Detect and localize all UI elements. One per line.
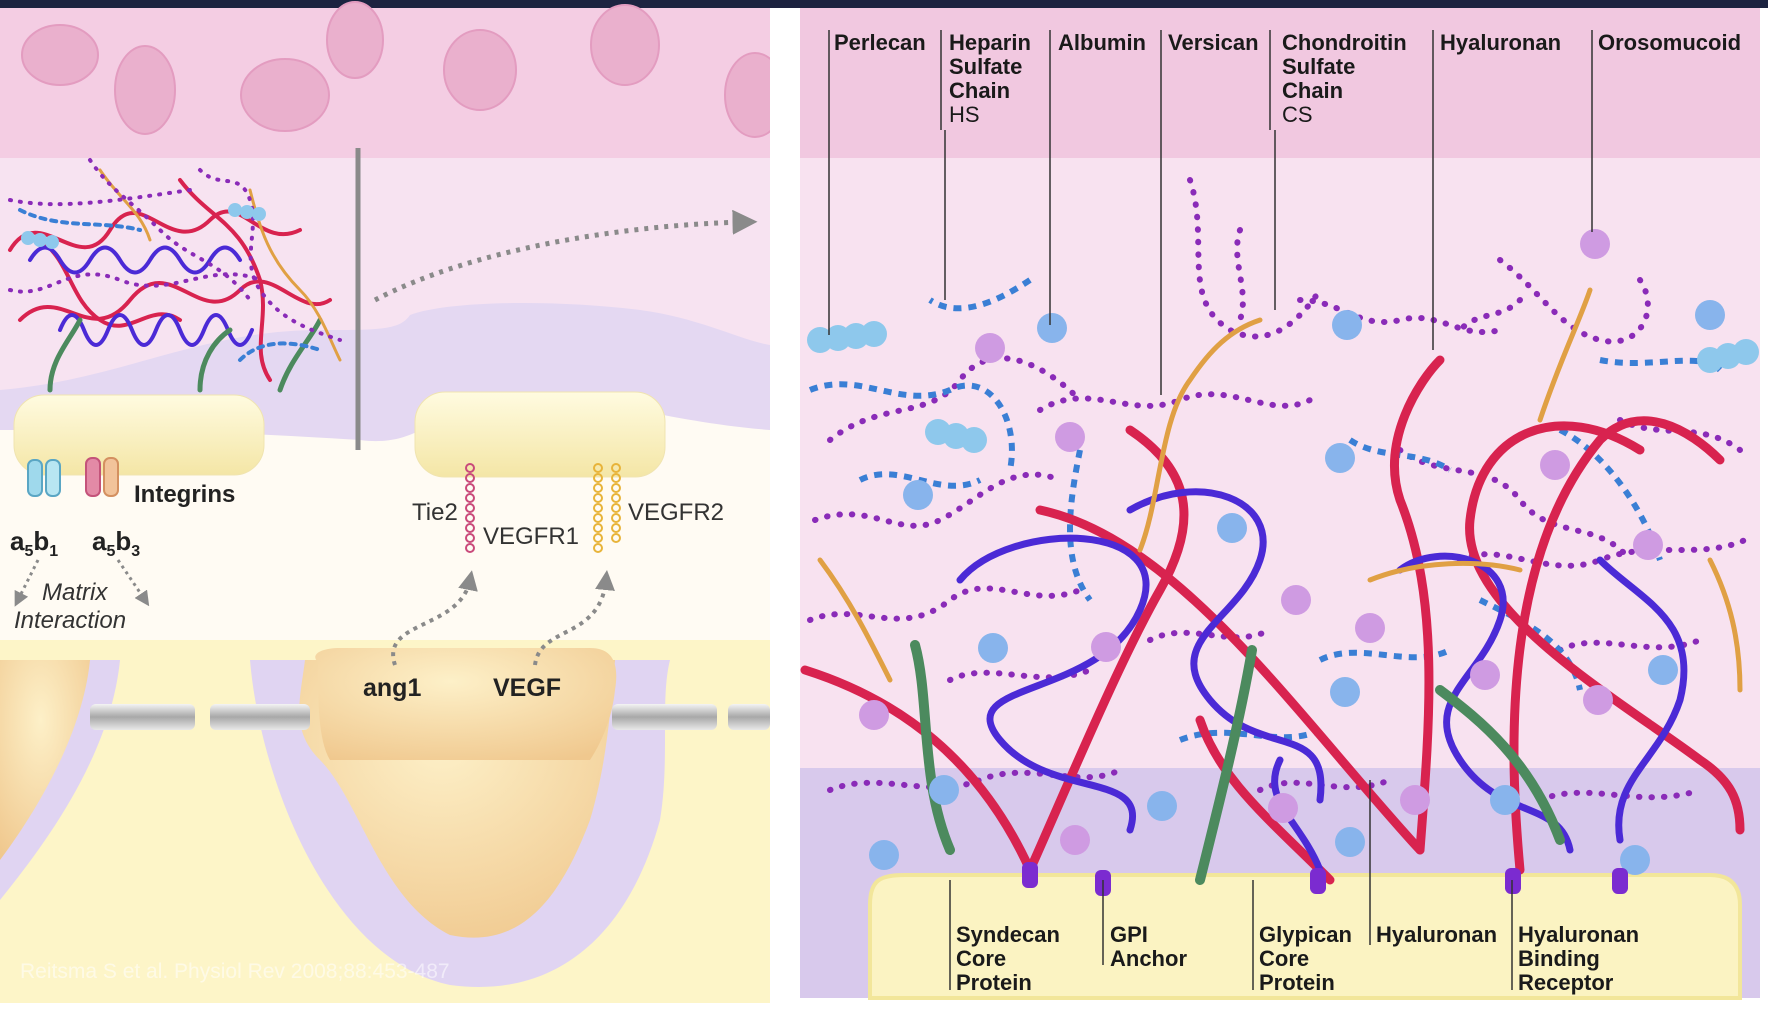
tie2-label: Tie2 bbox=[412, 499, 458, 526]
bottom-leader-lines bbox=[949, 780, 1513, 990]
glycocalyx-region bbox=[800, 158, 1760, 768]
orange-chains bbox=[817, 287, 1743, 693]
label-albumin: Albumin bbox=[1058, 30, 1146, 55]
endothelial-cell-surface bbox=[868, 873, 1742, 1000]
label-chondroitin-line2: Sulfate bbox=[1282, 54, 1355, 79]
basement-tubes bbox=[90, 704, 770, 730]
matrix-label-line1: Matrix bbox=[42, 579, 108, 606]
vegfr1-label: VEGFR1 bbox=[483, 523, 579, 550]
orosomucoid-molecules bbox=[859, 229, 1663, 855]
label-perlecan: Perlecan bbox=[834, 30, 926, 55]
left-mesh-beads bbox=[21, 203, 266, 249]
membrane-anchors bbox=[1022, 862, 1628, 896]
label-heparin-line3: Chain bbox=[949, 78, 1010, 103]
label-hbr-line2: Binding bbox=[1518, 946, 1600, 971]
right-panel: Perlecan Heparin Sulfate Chain HS Albumi… bbox=[800, 8, 1760, 1000]
citation: Reitsma S et al. Physiol Rev 2008;88:453… bbox=[20, 960, 450, 983]
a5b3-arrow bbox=[116, 559, 150, 607]
tie2-receptor bbox=[465, 463, 475, 553]
pericyte-body bbox=[315, 648, 617, 760]
bottom-labels: Syndecan Core Protein GPI Anchor Glypica… bbox=[956, 922, 1639, 995]
label-glypican-line1: Glypican bbox=[1259, 922, 1352, 947]
label-chondroitin-line1: Chondroitin bbox=[1282, 30, 1407, 55]
endothelial-cell-right bbox=[414, 391, 666, 478]
green-core-protein-chains bbox=[910, 640, 1565, 885]
ang1-arrow bbox=[391, 570, 478, 666]
left-panel: Integrins a5b1 a5b3 Matrix Interaction T… bbox=[0, 1, 786, 1003]
top-frame-bar bbox=[0, 0, 1768, 8]
top-label-separators bbox=[940, 30, 1271, 130]
a5b3-label: a5b3 bbox=[92, 526, 140, 560]
label-syndecan-line2: Core bbox=[956, 946, 1006, 971]
red-blood-cells bbox=[21, 1, 786, 138]
label-glypican-line2: Core bbox=[1259, 946, 1309, 971]
ang1-label: ang1 bbox=[363, 674, 421, 702]
pericyte-left bbox=[0, 660, 90, 860]
albumin-molecules bbox=[869, 300, 1725, 875]
zoom-arrow bbox=[373, 209, 758, 303]
vegfr2-label: VEGFR2 bbox=[628, 499, 724, 526]
integrins-label: Integrins bbox=[134, 481, 235, 508]
perlecan-beads bbox=[807, 321, 1759, 453]
vegfr-receptors bbox=[593, 463, 621, 553]
top-leader-lines bbox=[828, 30, 1593, 395]
a5b1-label: a5b1 bbox=[10, 526, 58, 560]
plasma-region-right bbox=[800, 8, 1760, 158]
label-heparin-sub: HS bbox=[949, 102, 980, 127]
integrin-a5b1 bbox=[27, 459, 61, 497]
label-chondroitin-sub: CS bbox=[1282, 102, 1313, 127]
label-versican: Versican bbox=[1168, 30, 1259, 55]
integrin-a5b3 bbox=[85, 457, 119, 497]
label-syndecan-line1: Syndecan bbox=[956, 922, 1060, 947]
label-hyaluronan-top: Hyaluronan bbox=[1440, 30, 1561, 55]
label-syndecan-line3: Protein bbox=[956, 970, 1032, 995]
label-heparin-line2: Sulfate bbox=[949, 54, 1022, 79]
vegf-arrow bbox=[533, 570, 615, 666]
label-hbr-line1: Hyaluronan bbox=[1518, 922, 1639, 947]
vegf-label: VEGF bbox=[493, 674, 561, 702]
label-hbr-line3: Receptor bbox=[1518, 970, 1614, 995]
top-labels: Perlecan Heparin Sulfate Chain HS Albumi… bbox=[834, 30, 1741, 127]
label-gpi-line2: Anchor bbox=[1110, 946, 1187, 971]
label-hyaluronan-bottom: Hyaluronan bbox=[1376, 922, 1497, 947]
left-matrix-mesh bbox=[8, 158, 342, 393]
endothelial-cell-left bbox=[13, 394, 265, 476]
a5b1-arrow bbox=[14, 559, 40, 607]
blue-dashed-chains bbox=[808, 277, 1723, 743]
label-heparin-line1: Heparin bbox=[949, 30, 1031, 55]
label-orosomucoid: Orosomucoid bbox=[1598, 30, 1741, 55]
panel-gap bbox=[770, 8, 800, 1003]
matrix-label-line2: Interaction bbox=[14, 607, 126, 634]
label-chondroitin-line3: Chain bbox=[1282, 78, 1343, 103]
label-glypican-line3: Protein bbox=[1259, 970, 1335, 995]
label-gpi-line1: GPI bbox=[1110, 922, 1148, 947]
